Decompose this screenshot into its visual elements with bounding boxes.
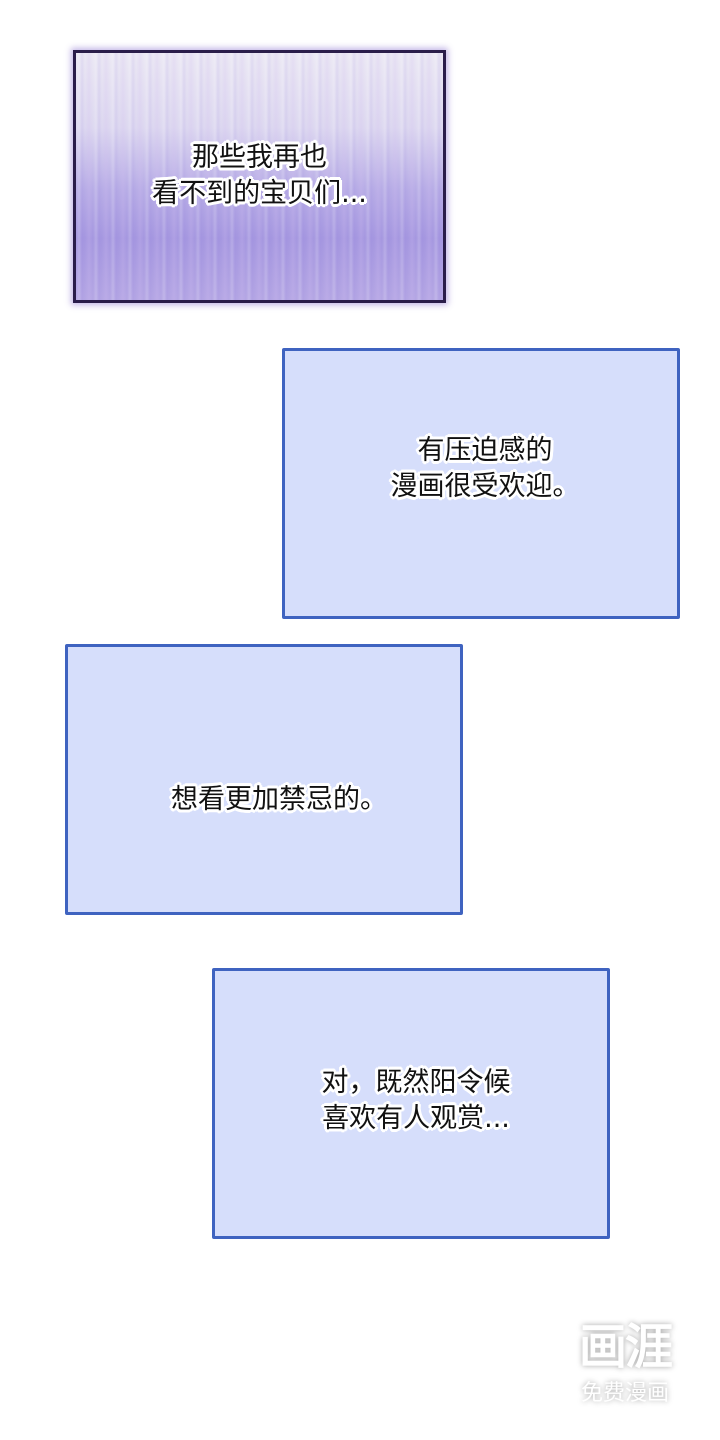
comic-panel-3: 想看更加禁忌的。 xyxy=(65,644,463,915)
caption-line: 对，既然阳令候 xyxy=(321,1067,511,1098)
caption-line: 喜欢有人观赏... xyxy=(322,1103,510,1134)
watermark: 画涯 免费漫画 xyxy=(566,1318,684,1408)
caption-text: 那些我再也 看不到的宝贝们... xyxy=(152,140,367,212)
comic-panel-1: 那些我再也 看不到的宝贝们... xyxy=(73,50,446,303)
caption-line: 看不到的宝贝们... xyxy=(152,177,367,209)
caption-text: 有压迫感的 漫画很受欢迎。 xyxy=(391,433,580,505)
comic-panel-4: 对，既然阳令候 喜欢有人观赏... xyxy=(212,968,610,1239)
caption-line: 想看更加禁忌的。 xyxy=(171,783,387,815)
caption-text: 想看更加禁忌的。 xyxy=(171,782,387,818)
watermark-subtitle: 免费漫画 xyxy=(580,1381,669,1406)
caption-line: 漫画很受欢迎。 xyxy=(390,470,580,502)
caption-line: 有压迫感的 xyxy=(417,434,553,466)
watermark-logo: 画涯 xyxy=(578,1319,673,1375)
caption-text: 对，既然阳令候 喜欢有人观赏... xyxy=(322,1065,511,1137)
comic-panel-2: 有压迫感的 漫画很受欢迎。 xyxy=(282,348,680,619)
caption-line: 那些我再也 xyxy=(192,141,327,173)
